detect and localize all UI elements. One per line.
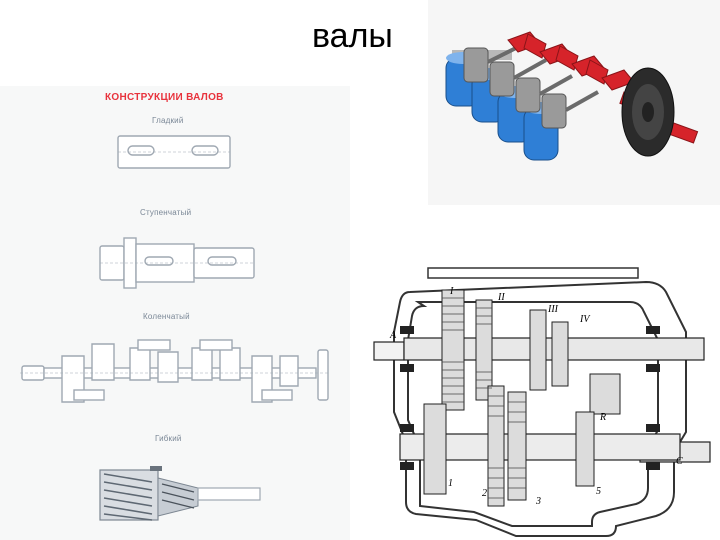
gears	[423, 289, 621, 507]
label-1: 1	[448, 478, 453, 489]
label-2: 2	[482, 488, 487, 499]
flexible-shaft-icon	[99, 466, 261, 521]
shaft-drawings	[20, 135, 330, 521]
label-3: 3	[536, 496, 541, 507]
label-C: C	[676, 456, 683, 467]
gear-teeth	[442, 297, 526, 499]
label-III: III	[548, 304, 558, 315]
label-crank: Коленчатый	[143, 312, 190, 321]
label-IV: IV	[580, 314, 590, 325]
engine-crankshaft-illustration	[445, 31, 699, 161]
label-smooth: Гладкий	[152, 116, 184, 125]
label-5: 5	[596, 486, 601, 497]
bearings	[400, 326, 660, 470]
label-I: I	[450, 286, 454, 297]
engine-illustration-panel	[428, 0, 720, 205]
crankshaft-icon	[20, 339, 330, 403]
label-II: II	[498, 292, 505, 303]
slide-title: валы	[312, 17, 393, 55]
label-A: A	[390, 330, 397, 341]
stepped-shaft-icon	[99, 237, 255, 289]
panel-heading: КОНСТРУКЦИИ ВАЛОВ	[105, 92, 224, 103]
gearbox-drawing	[373, 267, 711, 537]
shaft-constructions-panel: КОНСТРУКЦИИ ВАЛОВ Гладкий Ступенчатый Ко…	[0, 86, 350, 540]
flywheel	[621, 67, 675, 157]
label-flexible: Гибкий	[155, 434, 182, 443]
smooth-shaft-icon	[117, 135, 231, 169]
label-stepped: Ступенчатый	[140, 208, 192, 217]
label-R: R	[600, 412, 607, 423]
gearbox-panel: I II III IV A R C 1 2 3 5	[370, 262, 720, 540]
